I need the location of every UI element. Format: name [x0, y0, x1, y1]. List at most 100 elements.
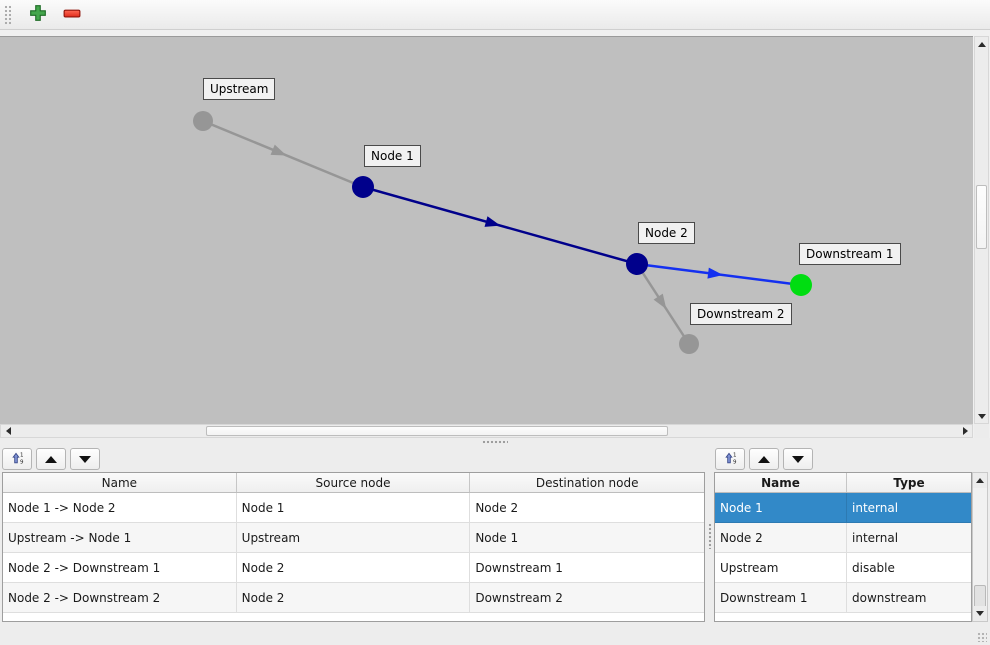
cell[interactable]: Downstream 1 [715, 583, 847, 612]
move-down-button[interactable] [70, 448, 100, 470]
move-down-button[interactable] [783, 448, 813, 470]
nodes-toolbar: 1 9 [713, 446, 990, 472]
edge-arrow-icon [270, 144, 287, 156]
edge-arrow-icon [653, 293, 667, 310]
scroll-down-button[interactable] [973, 606, 987, 621]
arrow-down-icon [976, 611, 984, 616]
arrow-down-icon [977, 413, 986, 419]
add-node-button[interactable] [25, 2, 51, 28]
cell[interactable]: Upstream [715, 553, 847, 582]
table-row[interactable]: Node 2 internal [715, 523, 971, 553]
cell[interactable]: Downstream 1 [475, 560, 563, 575]
node-label[interactable]: Node 2 [638, 222, 695, 244]
cell[interactable]: disable [852, 560, 895, 575]
cell[interactable]: Node 2 [237, 553, 471, 582]
cell[interactable]: Upstream -> Node 1 [3, 523, 237, 552]
cell[interactable]: Node 2 [237, 583, 471, 612]
nodes-table-scrollbar[interactable] [972, 472, 988, 622]
svg-text:9: 9 [20, 459, 24, 464]
graph-node[interactable] [679, 334, 699, 354]
table-row[interactable]: Downstream 1 downstream [715, 583, 971, 613]
graph-node[interactable] [790, 274, 812, 296]
cell[interactable]: Upstream [237, 523, 471, 552]
minus-icon [63, 4, 81, 25]
move-up-button[interactable] [749, 448, 779, 470]
node-label[interactable]: Upstream [203, 78, 276, 100]
plus-icon [29, 4, 47, 25]
up-arrow-icon [45, 455, 57, 463]
scroll-right-button[interactable] [958, 425, 972, 437]
status-bar [0, 626, 990, 645]
node-label[interactable]: Downstream 1 [799, 243, 901, 265]
cell[interactable]: internal [852, 530, 899, 545]
cell[interactable]: Node 2 -> Downstream 2 [3, 583, 237, 612]
arrow-up-icon [976, 478, 984, 483]
cell[interactable]: internal [852, 500, 899, 515]
arrow-up-icon [977, 41, 986, 47]
up-arrow-icon [758, 455, 770, 463]
svg-text:9: 9 [733, 459, 737, 464]
column-header-destination-node[interactable]: Destination node [535, 475, 639, 490]
vertical-scroll-thumb[interactable] [976, 185, 987, 249]
scroll-up-button[interactable] [975, 37, 988, 51]
sort-button[interactable]: 1 9 [2, 448, 32, 470]
remove-node-button[interactable] [59, 2, 85, 28]
vertical-scroll-thumb[interactable] [974, 585, 986, 608]
canvas-vertical-scrollbar[interactable] [974, 36, 989, 424]
cell[interactable]: Node 1 -> Node 2 [3, 493, 237, 522]
svg-text:1: 1 [733, 452, 737, 458]
vertical-splitter[interactable] [707, 446, 713, 626]
arrow-right-icon [962, 427, 968, 435]
sort-ascending-icon: 1 9 [10, 451, 24, 468]
column-header-type[interactable]: Type [893, 475, 925, 490]
graph-node[interactable] [626, 253, 648, 275]
scroll-left-button[interactable] [1, 425, 15, 437]
edge-arrow-icon [484, 216, 501, 227]
toolbar-drag-handle[interactable] [4, 4, 11, 25]
sort-ascending-icon: 1 9 [723, 451, 737, 468]
cell[interactable]: Downstream 2 [475, 590, 563, 605]
window-resize-grip[interactable] [977, 632, 987, 642]
table-row[interactable]: Node 1 internal [715, 493, 971, 523]
scroll-up-button[interactable] [973, 473, 987, 488]
canvas-horizontal-scrollbar[interactable] [0, 424, 973, 438]
column-header-name[interactable]: Name [715, 473, 847, 492]
scroll-down-button[interactable] [975, 409, 988, 423]
down-arrow-icon [79, 455, 91, 463]
table-row[interactable]: Upstream disable [715, 553, 971, 583]
horizontal-splitter[interactable] [0, 438, 990, 446]
cell[interactable]: Node 2 [715, 523, 847, 552]
edge-arrow-icon [707, 267, 724, 279]
cell[interactable]: downstream [852, 590, 927, 605]
cell[interactable]: Node 1 [237, 493, 471, 522]
table-header: Name Type [715, 473, 971, 493]
cell[interactable]: Node 2 [475, 500, 519, 515]
graph-node[interactable] [193, 111, 213, 131]
node-label[interactable]: Node 1 [364, 145, 421, 167]
node-label[interactable]: Downstream 2 [690, 303, 792, 325]
cell[interactable]: Node 1 [715, 493, 847, 522]
empty-row [715, 613, 971, 621]
main-toolbar [0, 0, 990, 30]
column-header-name[interactable]: Name [3, 473, 237, 492]
sort-button[interactable]: 1 9 [715, 448, 745, 470]
svg-text:1: 1 [20, 452, 24, 458]
down-arrow-icon [792, 455, 804, 463]
cell[interactable]: Node 2 -> Downstream 1 [3, 553, 237, 582]
graph-node[interactable] [352, 176, 374, 198]
horizontal-scroll-thumb[interactable] [206, 426, 668, 436]
column-header-source-node[interactable]: Source node [237, 473, 471, 492]
scrollbar-corner [974, 424, 989, 438]
cell[interactable]: Node 1 [475, 530, 519, 545]
move-up-button[interactable] [36, 448, 66, 470]
